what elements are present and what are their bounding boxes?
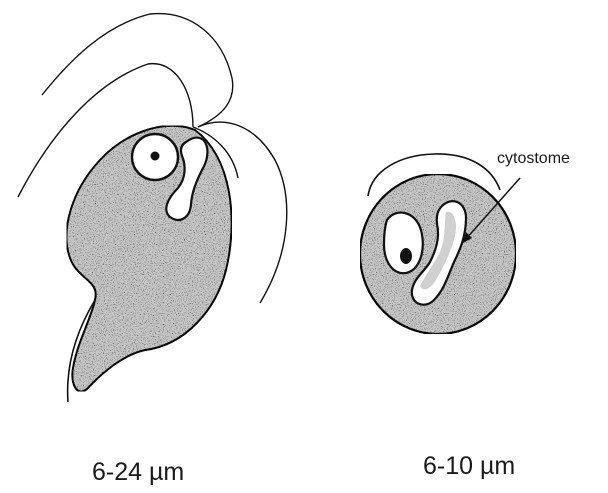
cytostome-label: cytostome: [497, 150, 570, 168]
trophozoite: [18, 14, 287, 402]
trophozoite-size-label: 6-24 µm: [92, 458, 184, 487]
flagellum-outer: [42, 14, 233, 127]
cyst-nucleolus: [400, 248, 412, 264]
cyst: [360, 154, 516, 334]
cyst-nucleus: [384, 213, 423, 274]
nucleolus: [151, 152, 160, 161]
cyst-size-label: 6-10 µm: [423, 452, 515, 481]
